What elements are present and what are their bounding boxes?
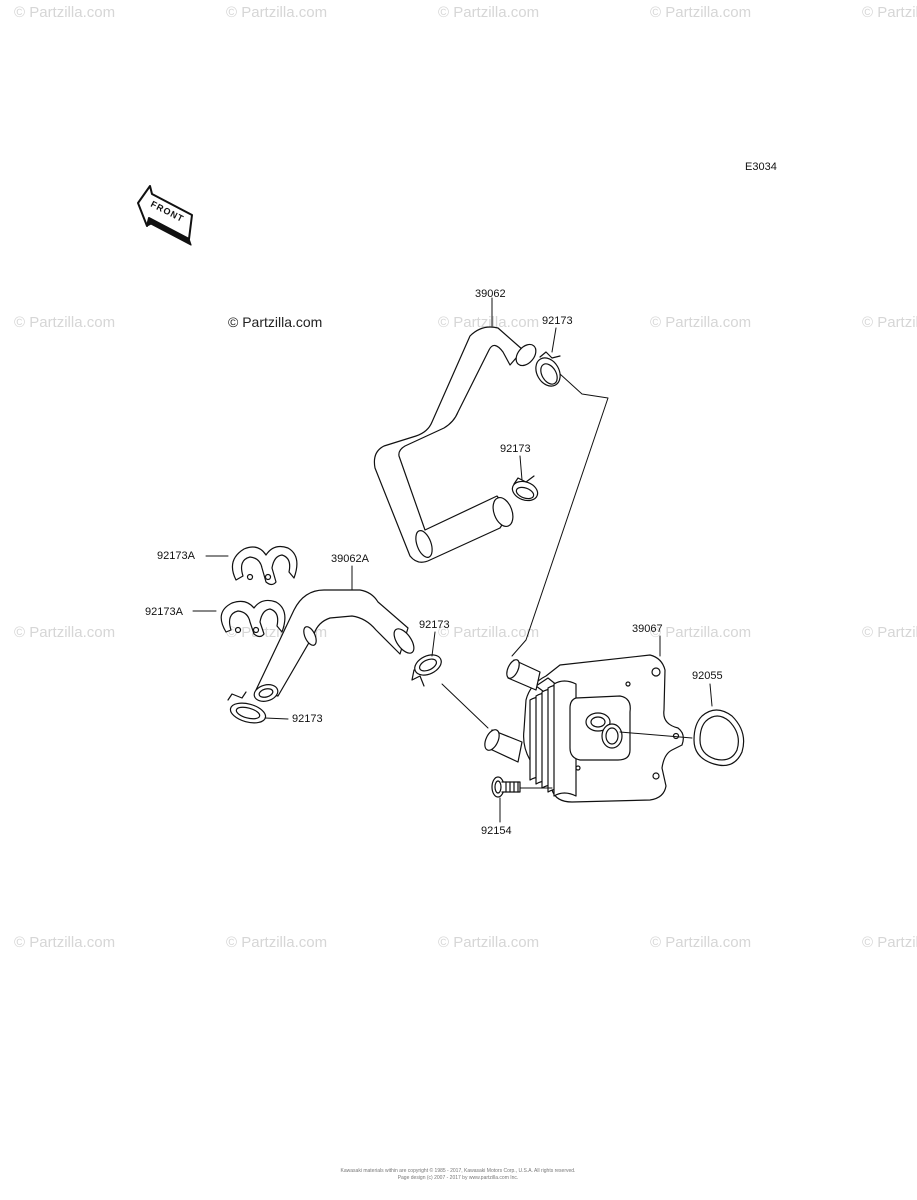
callout-92154[interactable]: 92154 <box>481 825 512 837</box>
callout-92173[interactable]: 92173 <box>542 315 573 327</box>
hose-clamp-92173 <box>535 351 561 387</box>
leader-line <box>519 455 523 481</box>
page-design-notice: Page design (c) 2007 - 2017 by www.partz… <box>397 1175 519 1181</box>
leader-line <box>551 327 557 353</box>
callout-92173[interactable]: 92173 <box>500 443 531 455</box>
gasket-92055 <box>693 709 745 767</box>
connection-line <box>619 731 693 739</box>
connection-line <box>511 373 609 657</box>
oil-cooler-39067 <box>484 654 684 803</box>
callout-39062a[interactable]: 39062A <box>331 553 369 565</box>
hose-holder-92173a <box>231 545 298 586</box>
callout-92055[interactable]: 92055 <box>692 670 723 682</box>
diagram-code: E3034 <box>745 161 777 173</box>
callout-92173[interactable]: 92173 <box>419 619 450 631</box>
partzilla-logo: © Partzilla.com <box>228 314 323 330</box>
bolt-92154 <box>491 776 521 798</box>
hose-clamp-92173 <box>411 654 442 687</box>
lower-hose-39062a <box>253 589 415 702</box>
callout-92173[interactable]: 92173 <box>292 713 323 725</box>
hose-clamp-92173 <box>511 475 539 502</box>
callout-92173a[interactable]: 92173A <box>157 550 195 562</box>
hose-holder-92173a <box>220 599 286 638</box>
leader-line <box>709 683 713 707</box>
leader-line <box>431 631 436 657</box>
copyright-notice: Kawasaki materials within are copyright … <box>340 1168 576 1174</box>
hose-clamp-92173 <box>227 691 267 724</box>
callout-39067[interactable]: 39067 <box>632 623 663 635</box>
front-arrow-icon: FRONT <box>137 185 193 246</box>
connection-line <box>441 683 489 729</box>
leader-line <box>264 717 289 720</box>
upper-hose-39062 <box>373 326 537 563</box>
callout-39062[interactable]: 39062 <box>475 288 506 300</box>
callout-92173a[interactable]: 92173A <box>145 606 183 618</box>
